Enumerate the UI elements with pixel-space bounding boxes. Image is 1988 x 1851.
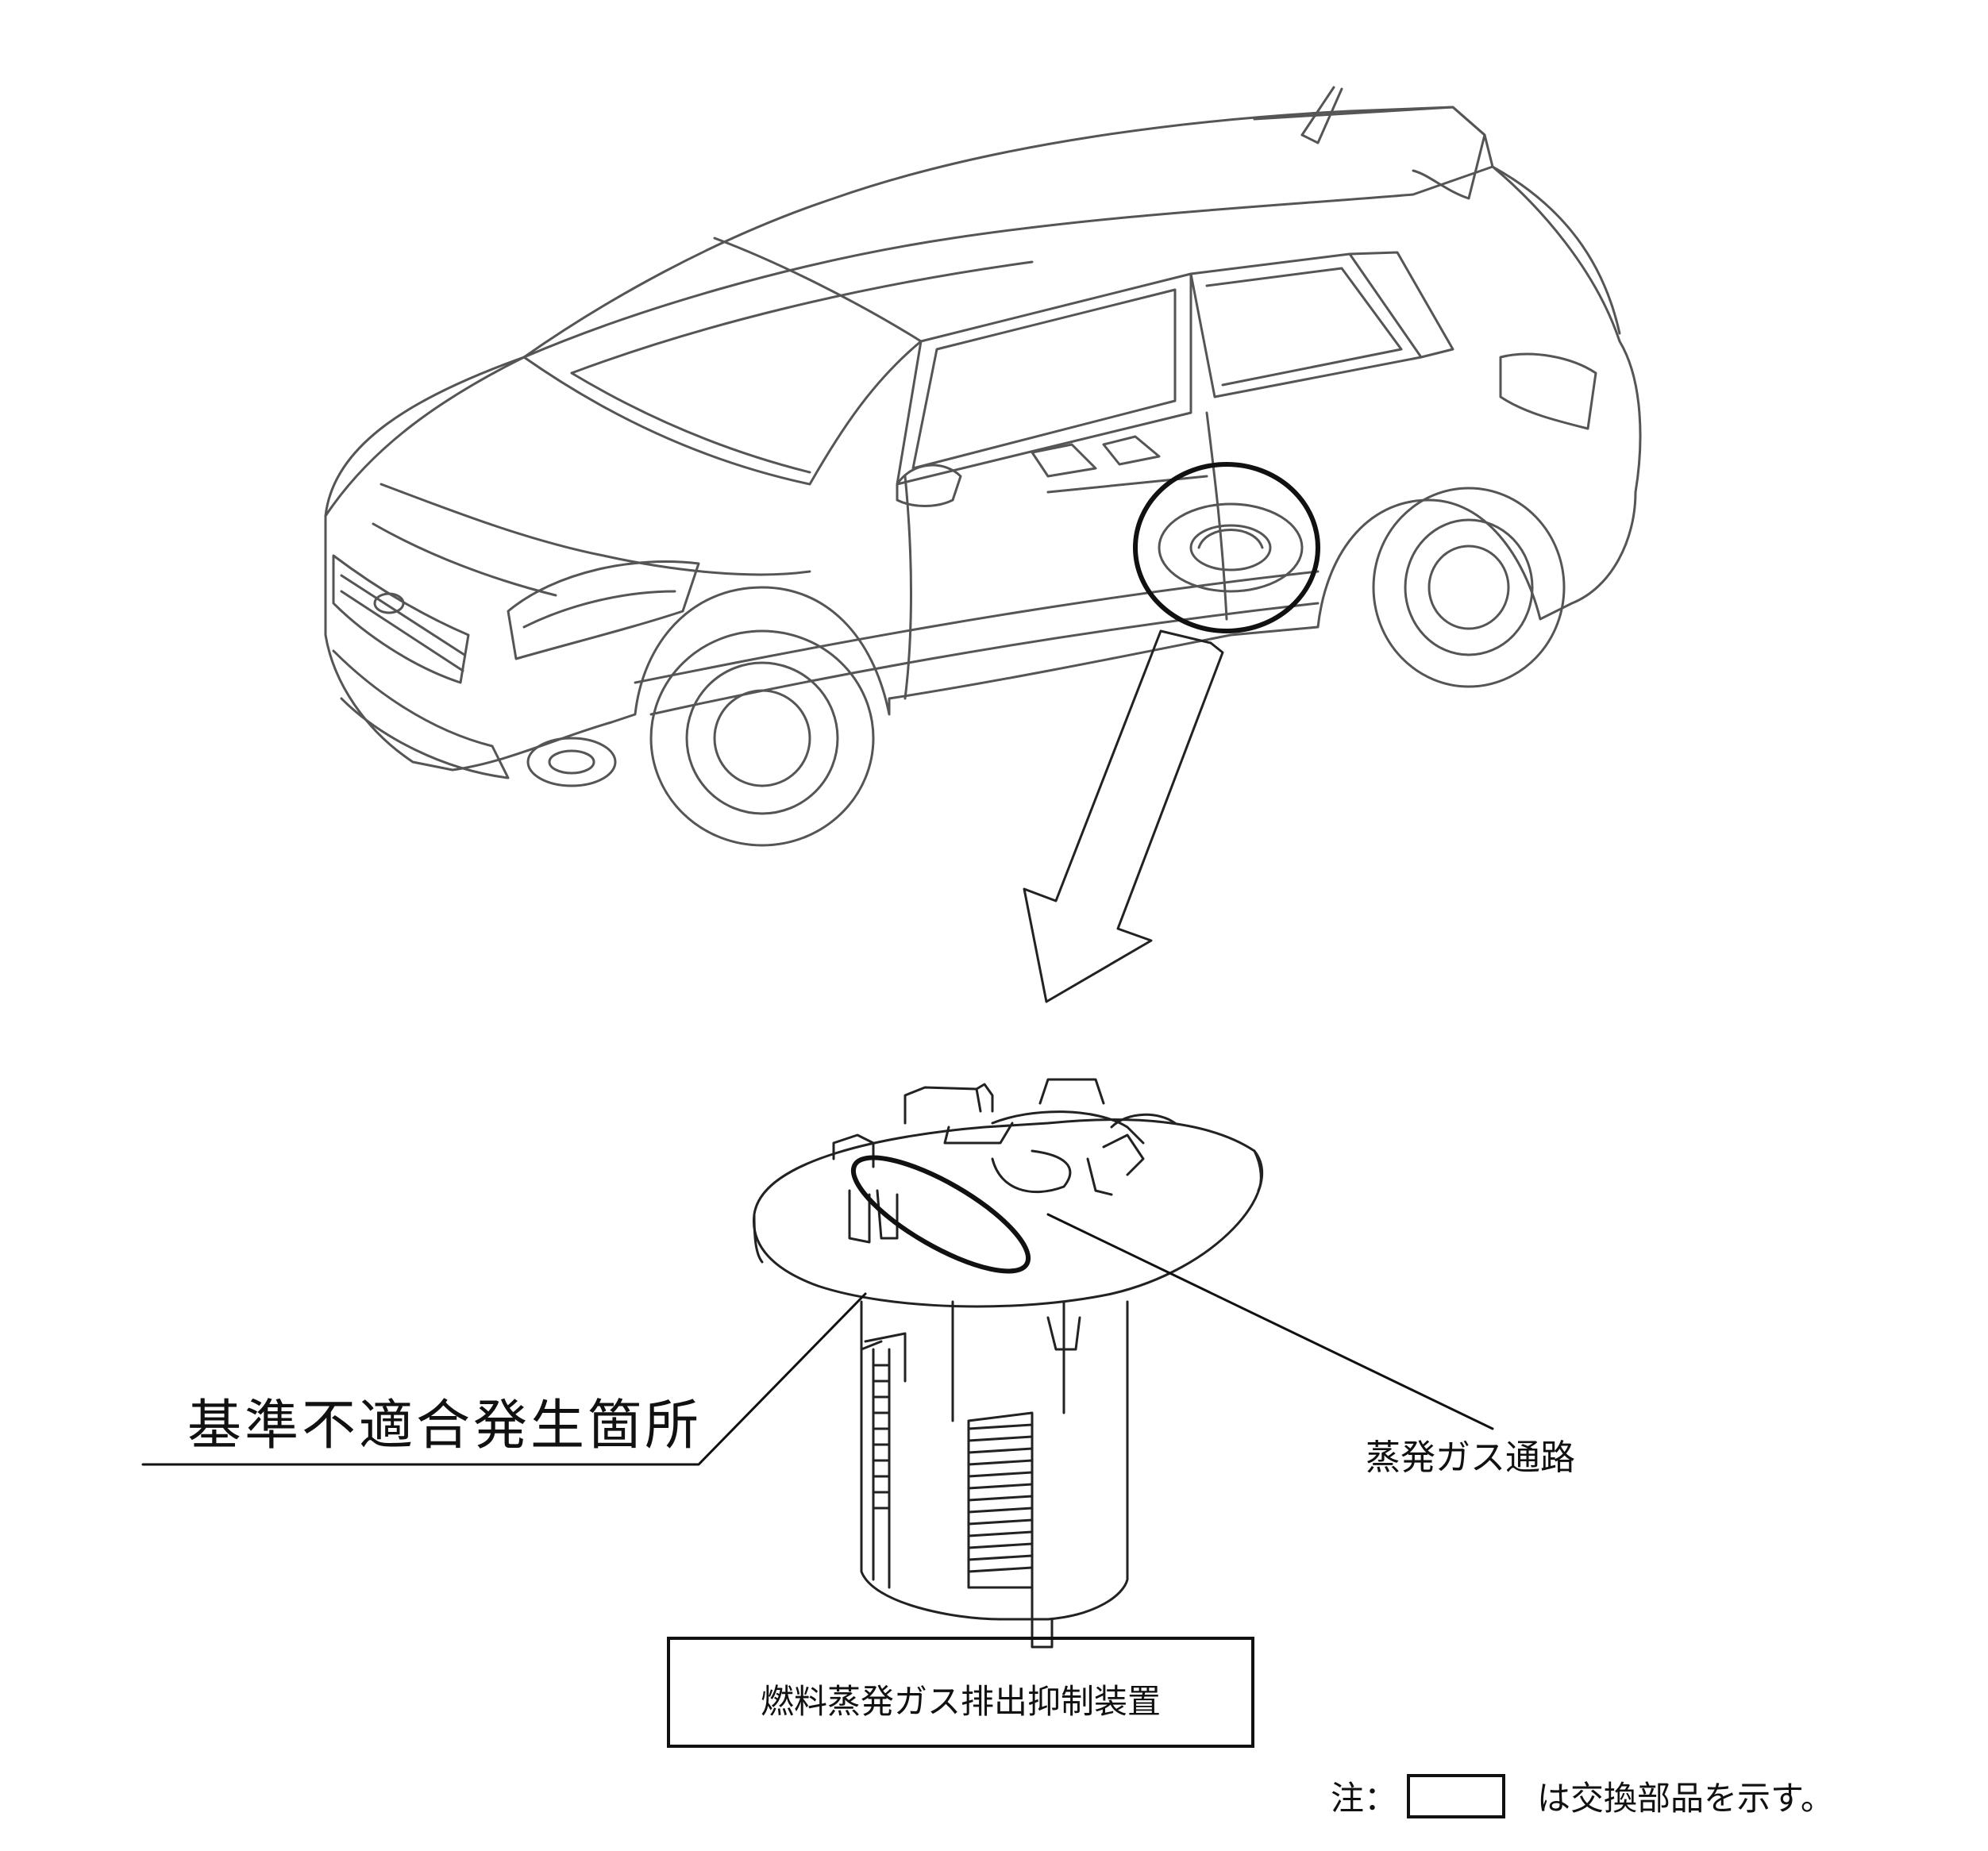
fuel-pump-icon (752, 1078, 1264, 1649)
defect-leader-line (141, 1292, 867, 1466)
part-name-box: 燃料蒸発ガス排出抑制装置 (667, 1637, 1254, 1748)
note-prefix: 注： (1331, 1779, 1398, 1818)
note-suffix: は交換部品を示す。 (1537, 1779, 1834, 1818)
legend-note: 注： は交換部品を示す。 (1331, 1772, 1834, 1819)
vapor-passage-label: 蒸発ガス通路 (1366, 1437, 1575, 1478)
car-icon (324, 86, 1642, 847)
part-name-label: 燃料蒸発ガス排出抑制装置 (760, 1682, 1161, 1721)
defect-location-label: 基準不適合発生箇所 (187, 1395, 703, 1457)
replacement-part-swatch (1407, 1773, 1506, 1818)
passage-leader-line (1046, 1213, 1494, 1430)
highlight-circle (1133, 462, 1320, 633)
arrow-icon (1023, 629, 1224, 1003)
